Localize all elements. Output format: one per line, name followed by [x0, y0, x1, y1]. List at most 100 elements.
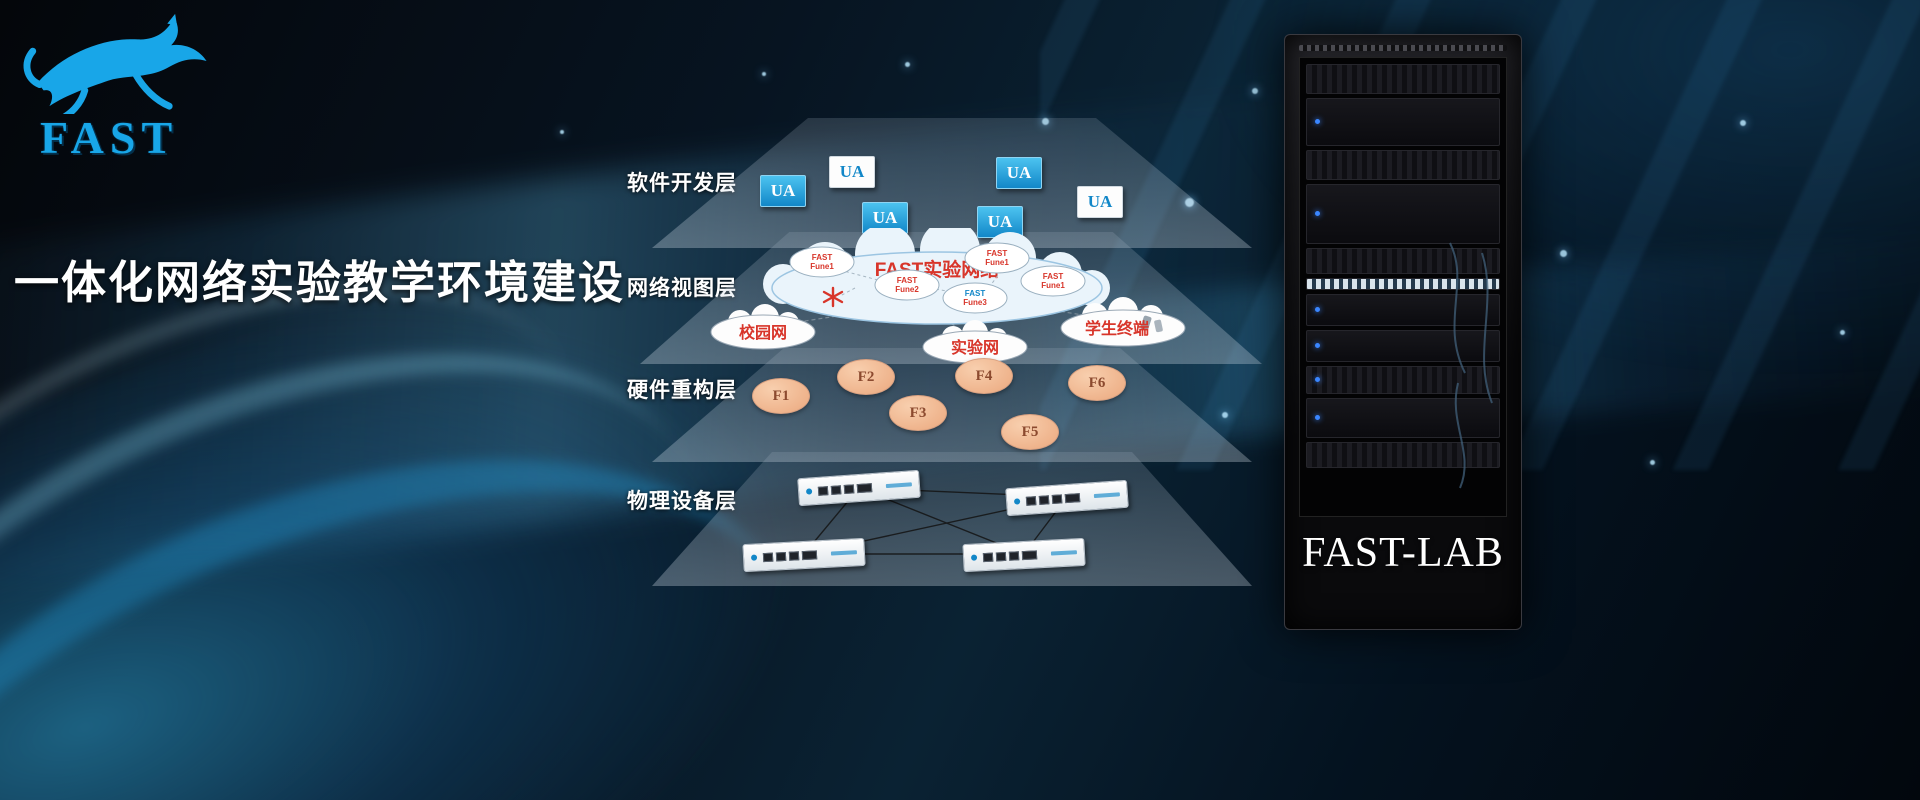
phone-icon — [1154, 319, 1163, 333]
device-led — [750, 554, 758, 561]
bokeh-dot — [1840, 330, 1845, 335]
hardware-node: F4 — [955, 358, 1013, 394]
bokeh-dot — [1042, 118, 1049, 125]
ua-node: UA — [996, 157, 1042, 189]
status-led — [1315, 343, 1320, 348]
svg-text:Fune3: Fune3 — [963, 298, 987, 307]
label-network-layer: 网络视图层 — [627, 277, 737, 300]
svg-text:校园网: 校园网 — [739, 323, 787, 342]
svg-text:Fune1: Fune1 — [1041, 281, 1065, 290]
student-terminal-cloud: 学生终端 — [1060, 297, 1186, 347]
rack-unit — [1306, 248, 1500, 274]
campus-cloud: 校园网 — [710, 304, 816, 350]
rack-patch-panel — [1306, 278, 1500, 290]
rack-cavity — [1299, 57, 1507, 517]
device-port — [995, 551, 1007, 561]
svg-text:学生终端: 学生终端 — [1085, 319, 1149, 338]
ua-node: UA — [1077, 186, 1123, 218]
label-hardware-layer: 硬件重构层 — [627, 379, 737, 402]
device-led — [1013, 498, 1021, 505]
status-led — [1315, 211, 1320, 216]
lab-cloud: 实验网 — [922, 320, 1028, 364]
device-port — [856, 482, 873, 493]
bokeh-dot — [560, 130, 564, 134]
hardware-node: F2 — [837, 359, 895, 395]
hardware-node: F1 — [752, 378, 810, 414]
device-label-stripe — [1093, 492, 1121, 499]
node-cloud: FAST Fune1 — [964, 242, 1030, 274]
rack-unit — [1306, 64, 1500, 94]
svg-text:FAST: FAST — [1043, 272, 1064, 281]
router-icon — [822, 286, 844, 308]
device-port — [1051, 493, 1063, 504]
node-cloud: FAST Fune2 — [874, 269, 940, 301]
bokeh-dot — [905, 62, 910, 67]
node-cloud: FAST Fune1 — [1020, 265, 1086, 297]
fast-node-clouds: FAST Fune1 FAST Fune1 FAST Fune2 FAST Fu… — [789, 242, 1086, 314]
rack-unit — [1306, 330, 1500, 362]
device-port — [843, 483, 855, 494]
bokeh-dot — [1222, 412, 1228, 418]
svg-text:Fune1: Fune1 — [810, 262, 834, 271]
ua-node: UA — [760, 175, 806, 207]
rack-unit — [1306, 442, 1500, 468]
status-led — [1315, 415, 1320, 420]
device-port — [1038, 494, 1050, 505]
phone-icon — [1140, 315, 1152, 331]
ua-node: UA — [829, 156, 875, 188]
hardware-node: F5 — [1001, 414, 1059, 450]
rack-unit — [1306, 150, 1500, 180]
device-port — [817, 485, 829, 496]
rack-label: FAST-LAB — [1302, 530, 1504, 576]
device-label-stripe — [830, 550, 858, 556]
device-links — [803, 487, 1068, 555]
hardware-node: F6 — [1068, 365, 1126, 401]
logo-wordmark: FAST — [40, 112, 179, 163]
rack-unit — [1306, 398, 1500, 438]
server-rack: FAST-LAB — [1284, 34, 1522, 630]
rack-unit — [1306, 184, 1500, 244]
fast-logo: FAST — [18, 6, 268, 164]
svg-text:实验网: 实验网 — [951, 338, 999, 357]
svg-text:FAST: FAST — [812, 253, 833, 262]
cheetah-icon — [23, 13, 207, 124]
status-led — [1315, 307, 1320, 312]
device-port — [788, 550, 800, 561]
bokeh-dot — [1252, 88, 1258, 94]
ua-node: UA — [977, 206, 1023, 238]
device-port — [830, 484, 842, 495]
svg-text:Fune1: Fune1 — [985, 258, 1009, 267]
svg-text:FAST: FAST — [987, 249, 1008, 258]
bokeh-dot — [1560, 250, 1567, 257]
node-cloud: FAST Fune1 — [789, 246, 855, 278]
device-port — [1025, 495, 1037, 506]
status-led — [1315, 377, 1320, 382]
device-port — [1064, 492, 1081, 503]
device-label-stripe — [885, 482, 913, 489]
device-port — [775, 551, 787, 561]
device-label-stripe — [1050, 550, 1078, 556]
bokeh-dot — [1185, 198, 1194, 207]
bokeh-dot — [762, 72, 766, 76]
rack-top-vent — [1299, 45, 1507, 51]
label-physical-layer: 物理设备层 — [627, 490, 737, 513]
svg-text:FAST: FAST — [965, 289, 986, 298]
rack-unit — [1306, 98, 1500, 146]
device-port — [982, 552, 994, 562]
node-cloud: FAST Fune3 — [942, 282, 1008, 314]
rack-unit — [1306, 294, 1500, 326]
svg-text:Fune2: Fune2 — [895, 285, 919, 294]
rack-unit — [1306, 366, 1500, 394]
device-port — [801, 549, 818, 560]
device-led — [970, 554, 978, 561]
status-led — [1315, 119, 1320, 124]
bokeh-dot — [1650, 460, 1655, 465]
svg-text:FAST: FAST — [897, 276, 918, 285]
page-title: 一体化网络实验教学环境建设 — [14, 258, 626, 308]
network-view-diagram: FAST实验网络 FAST Fune1 FAST Fune1 FA — [710, 228, 1186, 364]
hardware-node: F3 — [889, 395, 947, 431]
device-led — [805, 488, 813, 495]
bokeh-dot — [1740, 120, 1746, 126]
label-software-layer: 软件开发层 — [627, 172, 737, 195]
